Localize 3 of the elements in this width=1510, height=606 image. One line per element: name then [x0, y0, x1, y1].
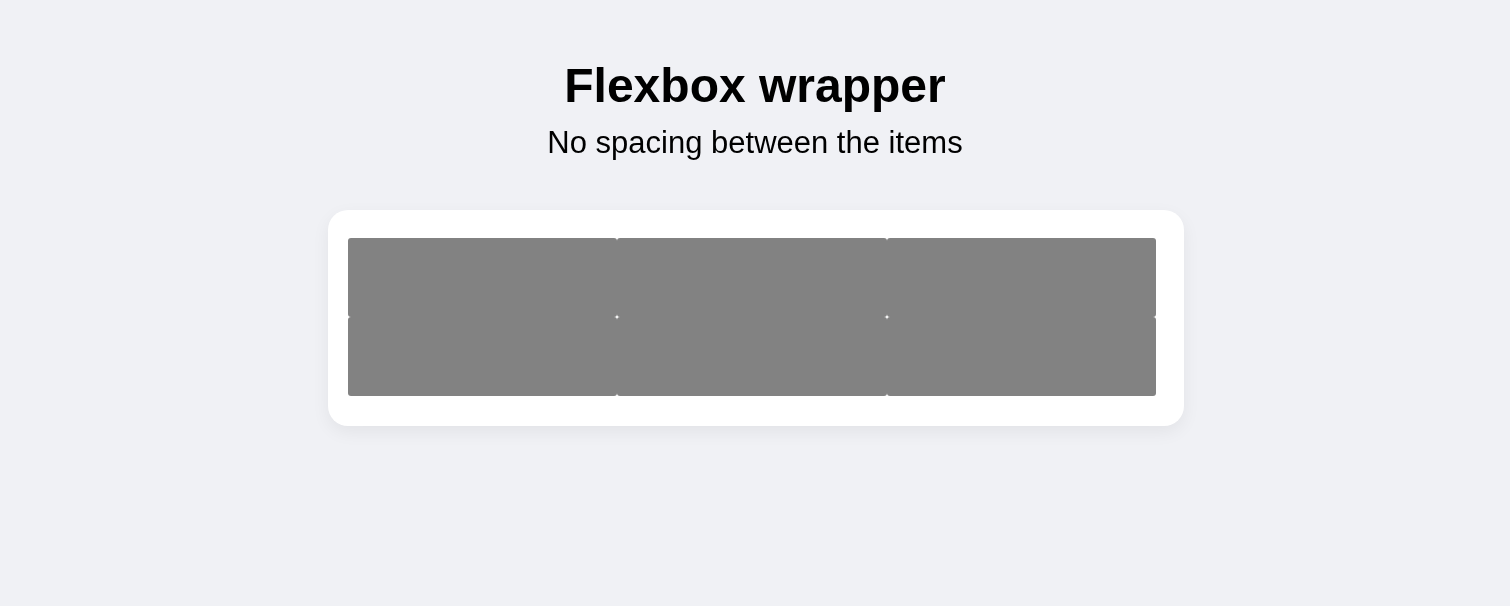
diagram-title: Flexbox wrapper [564, 59, 946, 112]
flex-container-panel [328, 210, 1184, 426]
subtitle: No spacing between the items [547, 125, 963, 160]
